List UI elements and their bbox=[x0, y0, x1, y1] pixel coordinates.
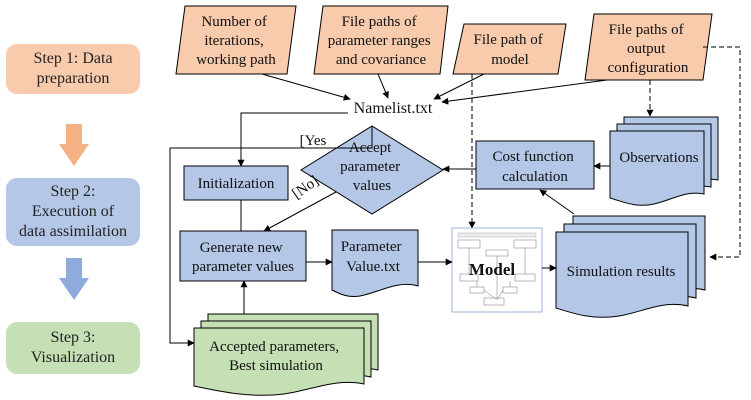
step2-box: Step 2: Execution of data assimilation bbox=[6, 178, 140, 246]
yes-label: [Yes bbox=[300, 133, 327, 149]
step1-box: Step 1: Data preparation bbox=[6, 44, 140, 94]
svg-text:Number of iterations,: Number of iterations, working path bbox=[196, 14, 276, 68]
svg-text:File paths of parameter: File paths of parameter ranges and covar… bbox=[328, 14, 435, 68]
step3-box: Step 3: Visualization bbox=[6, 322, 140, 374]
down-arrow-blue-icon bbox=[59, 258, 89, 300]
input-model-path: File path of model bbox=[452, 23, 567, 75]
svg-text:Cost function calculatio: Cost function calculation bbox=[493, 149, 578, 185]
simulation-results-stack: Simulation results bbox=[555, 215, 706, 318]
svg-text:Observations: Observations bbox=[619, 150, 698, 166]
input-iterations: Number of iterations, working path bbox=[175, 5, 297, 75]
generate-parameters-box: Generate new parameter values bbox=[179, 230, 307, 282]
cost-function-box: Cost function calculation bbox=[475, 140, 595, 190]
svg-text:Initialization: Initialization bbox=[198, 176, 275, 192]
svg-text:Parameter Value.txt: Parameter Value.txt bbox=[341, 239, 406, 275]
observations-stack: Observations bbox=[609, 116, 719, 206]
svg-text:Simulation results: Simulation results bbox=[567, 264, 676, 280]
svg-text:File path of model: File path of model bbox=[474, 32, 547, 68]
svg-text:Model: Model bbox=[469, 260, 516, 279]
namelist-label: Namelist.txt bbox=[354, 100, 433, 117]
down-arrow-orange-icon bbox=[59, 124, 89, 166]
input-output-paths: File paths of output configuration bbox=[584, 13, 713, 81]
input-parameter-paths: File paths of parameter ranges and covar… bbox=[313, 5, 449, 75]
svg-text:Generate new parameter v: Generate new parameter values bbox=[192, 240, 294, 275]
input-to-namelist-arrows bbox=[261, 73, 608, 105]
model-diagram-thumbnail: Model bbox=[451, 227, 543, 313]
dashed-connectors bbox=[468, 46, 741, 261]
flow-arrows bbox=[169, 112, 610, 347]
svg-text:Accepted parameters, Bes: Accepted parameters, Best simulation bbox=[209, 339, 343, 374]
initialization-box: Initialization bbox=[183, 165, 289, 201]
parameter-value-file: Parameter Value.txt bbox=[331, 229, 419, 297]
accepted-parameters-stack: Accepted parameters, Best simulation bbox=[193, 313, 379, 396]
svg-text:File paths of output: File paths of output configuration bbox=[608, 22, 689, 76]
